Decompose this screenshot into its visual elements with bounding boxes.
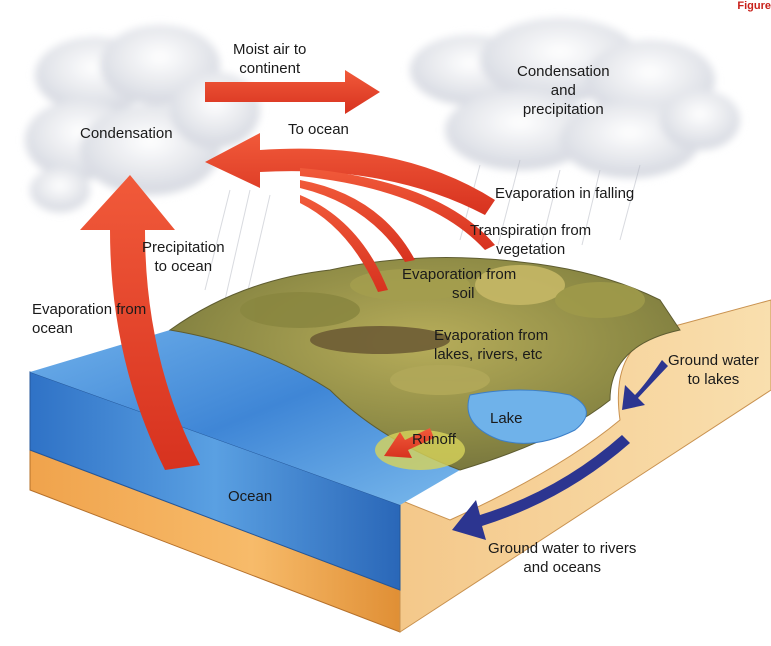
arrow-evap-ocean — [80, 175, 200, 470]
label-moist-air: Moist air to continent — [233, 41, 307, 77]
label-evap-ocean: Evaporation from ocean — [32, 301, 147, 337]
label-transpiration: Transpiration from vegetation — [470, 222, 592, 258]
arrow-to-ocean — [205, 133, 495, 215]
label-evap-lakes: Evaporation from lakes, rivers, etc — [434, 327, 549, 363]
label-condensation-left: Condensation — [80, 125, 173, 142]
arrow-transpiration — [300, 180, 415, 262]
rain-streaks — [204, 159, 641, 301]
arrow-gw-lakes — [622, 360, 668, 410]
label-lake: Lake — [490, 410, 523, 427]
label-precip-ocean: Precipitation to ocean — [142, 239, 225, 275]
red-arrows — [80, 70, 495, 470]
arrow-gw-rivers — [452, 435, 630, 540]
arrow-evap-soil — [300, 195, 388, 292]
label-runoff: Runoff — [412, 431, 456, 448]
blue-arrows — [452, 360, 668, 540]
arrow-moist-air — [205, 70, 380, 114]
cloud-right — [410, 18, 740, 178]
label-ocean: Ocean — [228, 488, 273, 505]
cloud-left — [25, 25, 260, 212]
arrow-runoff — [384, 428, 434, 458]
lake — [467, 389, 587, 444]
label-gw-lakes: Ground water to lakes — [668, 352, 759, 388]
arrow-evap-falling — [300, 168, 495, 250]
corner-figure-mark: Figure — [737, 0, 771, 12]
label-evap-falling: Evaporation in falling — [495, 185, 635, 202]
label-gw-rivers: Ground water to rivers and oceans — [488, 540, 637, 576]
label-evap-soil: Evaporation from soil — [402, 266, 517, 302]
label-condensation-right: Condensation and precipitation — [517, 63, 610, 118]
label-to-ocean: To ocean — [288, 121, 349, 138]
